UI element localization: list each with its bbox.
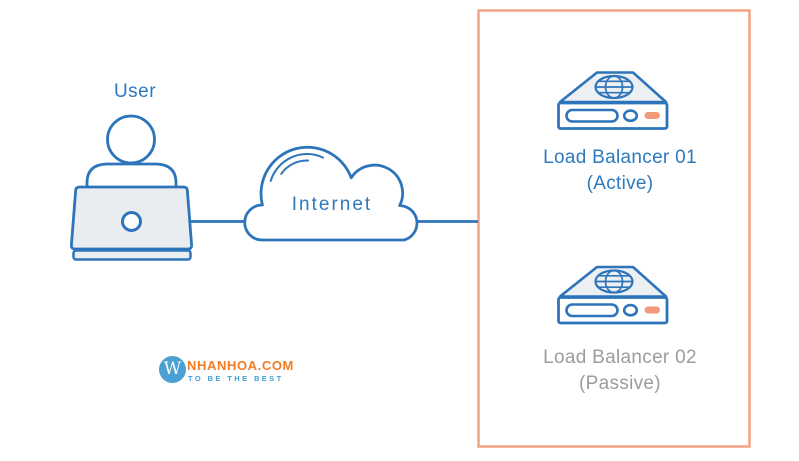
load-balancer-02-label: Load Balancer 02 (Passive)	[485, 345, 755, 397]
nhanhoa-logo: W NHANHOA.COM TO BE THE BEST	[159, 356, 319, 390]
internet-label: Internet	[291, 194, 373, 215]
user-icon	[69, 114, 194, 261]
user-head	[106, 114, 156, 165]
load-balancer-02-state: (Passive)	[579, 373, 661, 394]
load-balancer-01-state: (Active)	[586, 173, 654, 194]
user-label: User	[113, 81, 157, 102]
load-balancer-01-name: Load Balancer 01	[543, 147, 697, 168]
cloud-shine-outer	[269, 153, 325, 182]
load-balancer-01-icon	[557, 71, 669, 130]
load-balancer-01-label: Load Balancer 01 (Active)	[485, 145, 755, 197]
cloud-outline	[243, 145, 419, 242]
laptop-base	[72, 249, 192, 261]
nhanhoa-brand-text: NHANHOA.COM	[187, 358, 294, 373]
load-balancer-02-name: Load Balancer 02	[543, 347, 697, 368]
cloud-shine-inner	[280, 159, 310, 175]
load-balancer-group-box	[477, 9, 751, 448]
nhanhoa-tagline-text: TO BE THE BEST	[188, 373, 284, 383]
user-shoulders	[85, 162, 178, 189]
nhanhoa-monogram-icon: W	[159, 356, 186, 383]
load-balancer-02-icon	[557, 265, 669, 325]
laptop-logo-dot	[121, 211, 142, 232]
internet-cloud-icon	[243, 145, 419, 242]
